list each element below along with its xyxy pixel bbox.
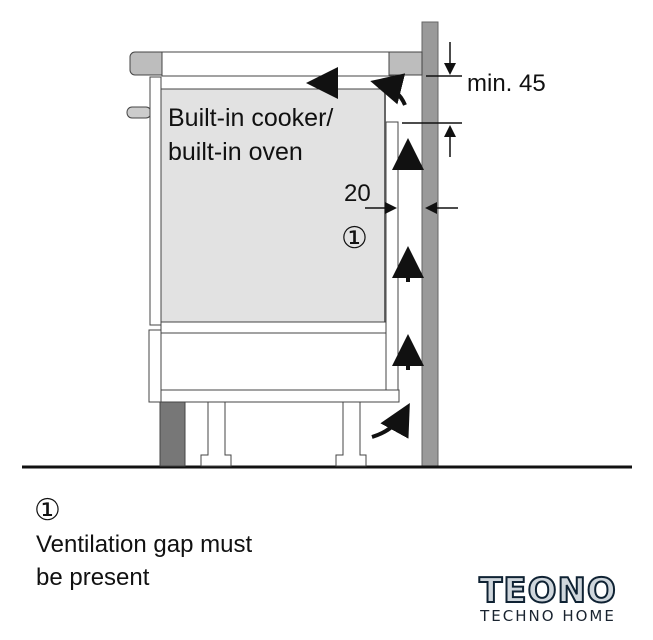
dimension-gap-label: 20	[344, 180, 371, 207]
leg-right	[335, 401, 367, 467]
dimension-top-label: min. 45	[467, 70, 546, 97]
legend-line1: Ventilation gap must	[36, 531, 252, 558]
airflow-arrows	[306, 67, 424, 439]
cabinet-side-panel	[149, 76, 162, 326]
brand-logo: TEONO TECHNO HOME	[458, 571, 638, 625]
callout-marker: ①	[341, 222, 368, 255]
leg-left	[200, 401, 232, 467]
logo-sub-text: TECHNO HOME	[480, 607, 616, 625]
oven-body	[160, 88, 386, 323]
cabinet-right-panel	[385, 121, 399, 391]
wall	[421, 21, 439, 469]
appliance-label-line1: Built-in cooker/	[168, 104, 333, 132]
oven-strip	[160, 321, 388, 334]
worktop-right	[388, 51, 423, 76]
dimension-lines	[365, 42, 462, 214]
oven-knob	[126, 106, 152, 119]
legend-marker: ①	[34, 494, 61, 527]
plinth	[159, 401, 186, 467]
cabinet-side-panel-lower	[148, 329, 162, 403]
appliance-label-line2: built-in oven	[168, 138, 303, 166]
logo-main-text: TEONO	[478, 571, 617, 611]
cabinet-base	[160, 389, 400, 403]
cooktop-glass	[161, 51, 395, 77]
legend-line2: be present	[36, 564, 150, 591]
drawer	[160, 332, 388, 391]
